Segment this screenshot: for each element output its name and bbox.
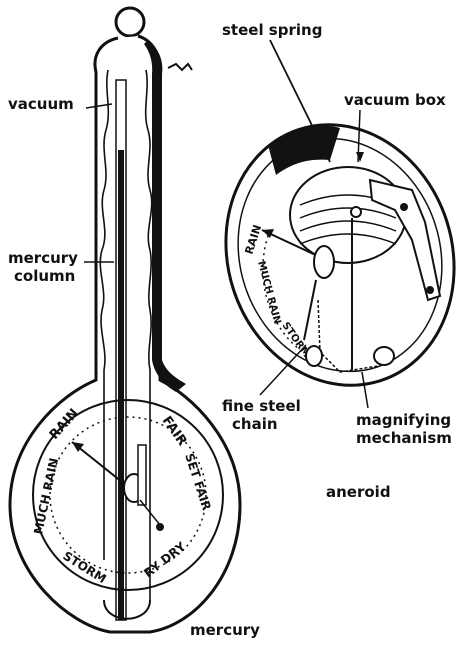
- mechanism-knob-left: [306, 346, 322, 366]
- label-mercury: mercury: [190, 622, 260, 639]
- label-vacuum-box: vacuum box: [344, 92, 446, 109]
- label-aneroid: aneroid: [326, 484, 391, 501]
- label-mercury-column-line1: mercury: [8, 250, 78, 267]
- specimen-mark: [168, 64, 192, 70]
- vacuum-box-screw: [351, 207, 361, 217]
- label-magnifying-mechanism-line1: magnifying: [356, 412, 451, 429]
- float-counterweight: [138, 445, 146, 505]
- label-steel-spring: steel spring: [222, 22, 322, 39]
- label-fine-steel-chain-line2: chain: [232, 416, 278, 433]
- lever-screw-1: [400, 203, 408, 211]
- mechanism-knob-right: [374, 347, 394, 365]
- label-magnifying-mechanism-line2: mechanism: [356, 430, 452, 447]
- aneroid-hub: [314, 246, 334, 278]
- mercury-column: [118, 150, 124, 620]
- float-bob: [156, 523, 164, 531]
- lever-screw-2: [426, 286, 434, 294]
- label-vacuum: vacuum: [8, 96, 74, 113]
- aneroid-barometer: RAIN MUCH RAIN STORM: [193, 95, 460, 415]
- label-mercury-column-line2: column: [14, 268, 75, 285]
- label-fine-steel-chain-line1: fine steel: [222, 398, 301, 415]
- barometer-top-knob: [116, 8, 144, 36]
